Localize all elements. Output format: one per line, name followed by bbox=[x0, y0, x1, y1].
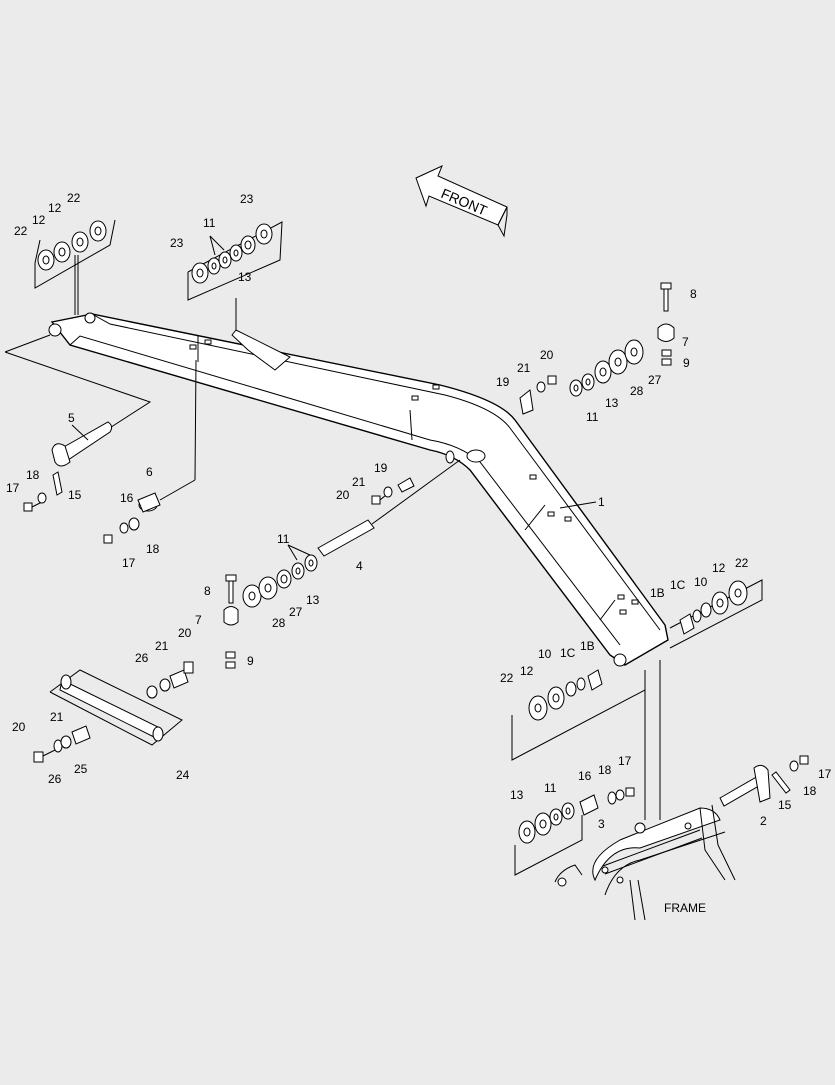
label-2: 2 bbox=[760, 814, 767, 828]
label-20: 20 bbox=[178, 626, 192, 640]
label-11: 11 bbox=[586, 410, 599, 424]
label-11: 11 bbox=[544, 781, 557, 795]
label-12: 12 bbox=[48, 201, 62, 215]
label-19: 19 bbox=[496, 375, 510, 389]
washer-group-lower-middle bbox=[511, 669, 646, 820]
label-8: 8 bbox=[690, 287, 697, 301]
label-17: 17 bbox=[6, 481, 20, 495]
label-12: 12 bbox=[712, 561, 726, 575]
label-12: 12 bbox=[520, 664, 534, 678]
label-20: 20 bbox=[12, 720, 26, 734]
label-21: 21 bbox=[352, 475, 366, 489]
label-10: 10 bbox=[538, 647, 552, 661]
label-20: 20 bbox=[540, 348, 554, 362]
label-13: 13 bbox=[306, 593, 320, 607]
label-18: 18 bbox=[26, 468, 40, 482]
label-18: 18 bbox=[146, 542, 160, 556]
label-1C: 1C bbox=[560, 646, 576, 660]
washer-group-right bbox=[659, 579, 763, 820]
washer-group-bottom bbox=[514, 787, 635, 876]
frame bbox=[554, 804, 736, 921]
bar-24 bbox=[49, 669, 183, 746]
label-21: 21 bbox=[155, 639, 169, 653]
label-15: 15 bbox=[778, 798, 792, 812]
frame-label: FRAME bbox=[664, 901, 706, 915]
label-13: 13 bbox=[605, 396, 619, 410]
label-11: 11 bbox=[203, 216, 216, 230]
label-12: 12 bbox=[32, 213, 46, 227]
label-7: 7 bbox=[195, 613, 202, 627]
label-25: 25 bbox=[74, 762, 88, 776]
pin-6 bbox=[103, 359, 197, 544]
label-16: 16 bbox=[120, 491, 134, 505]
label-22: 22 bbox=[14, 224, 28, 238]
bolt-bushing-right bbox=[657, 282, 675, 366]
label-1B: 1B bbox=[650, 586, 665, 600]
label-24: 24 bbox=[176, 768, 190, 782]
label-9: 9 bbox=[683, 356, 690, 370]
label-17: 17 bbox=[618, 754, 632, 768]
bolt-set-lower-left bbox=[146, 661, 194, 699]
bolt-bushing-middle bbox=[223, 574, 239, 669]
label-13: 13 bbox=[510, 788, 524, 802]
label-20: 20 bbox=[336, 488, 350, 502]
label-23: 23 bbox=[240, 192, 254, 206]
label-10: 10 bbox=[694, 575, 708, 589]
label-18: 18 bbox=[803, 784, 817, 798]
label-28: 28 bbox=[272, 616, 286, 630]
washer-group-top-left bbox=[34, 219, 116, 315]
pin-2 bbox=[719, 755, 809, 807]
washer-group-middle bbox=[242, 544, 318, 608]
label-23: 23 bbox=[170, 236, 184, 250]
pin-4 bbox=[317, 450, 461, 557]
label-1B: 1B bbox=[580, 639, 595, 653]
label-28: 28 bbox=[630, 384, 644, 398]
label-22: 22 bbox=[500, 671, 514, 685]
boom-body bbox=[48, 312, 669, 667]
label-8: 8 bbox=[204, 584, 211, 598]
label-7: 7 bbox=[682, 335, 689, 349]
label-19: 19 bbox=[374, 461, 388, 475]
label-21: 21 bbox=[50, 710, 64, 724]
label-9: 9 bbox=[247, 654, 254, 668]
label-3: 3 bbox=[598, 817, 605, 831]
label-4: 4 bbox=[356, 559, 363, 573]
bolt-17-left bbox=[23, 471, 63, 512]
pin-5 bbox=[4, 334, 152, 467]
label-11: 11 bbox=[277, 532, 290, 546]
bolt-set-right-upper bbox=[519, 339, 644, 415]
label-17: 17 bbox=[818, 767, 832, 781]
label-22: 22 bbox=[67, 191, 81, 205]
label-17: 17 bbox=[122, 556, 136, 570]
label-26: 26 bbox=[48, 772, 62, 786]
label-21: 21 bbox=[517, 361, 531, 375]
label-6: 6 bbox=[146, 465, 153, 479]
washer-group-top-center bbox=[187, 221, 283, 330]
front-direction-arrow: FRONT bbox=[415, 165, 508, 238]
label-27: 27 bbox=[648, 373, 662, 387]
label-22: 22 bbox=[735, 556, 749, 570]
bolt-set-bottom-left bbox=[33, 725, 91, 763]
label-26: 26 bbox=[135, 651, 149, 665]
label-1C: 1C bbox=[670, 578, 686, 592]
label-5: 5 bbox=[68, 411, 75, 425]
label-16: 16 bbox=[578, 769, 592, 783]
label-1: 1 bbox=[598, 495, 605, 509]
label-13: 13 bbox=[238, 270, 252, 284]
label-27: 27 bbox=[289, 605, 303, 619]
label-18: 18 bbox=[598, 763, 612, 777]
label-15: 15 bbox=[68, 488, 82, 502]
